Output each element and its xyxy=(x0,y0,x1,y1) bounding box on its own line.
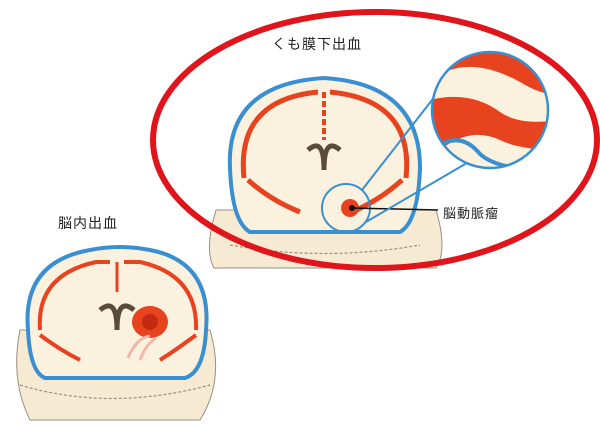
intracerebral-hemorrhage-figure xyxy=(17,247,216,420)
subarachnoid-hemorrhage-figure xyxy=(209,40,560,268)
label-cerebral-aneurysm: 脳動脈瘤 xyxy=(443,203,499,222)
label-subarachnoid-hemorrhage: くも膜下出血 xyxy=(272,34,362,54)
ich-hemorrhage-core xyxy=(142,314,158,330)
label-intracerebral-hemorrhage: 脳内出血 xyxy=(58,213,118,233)
